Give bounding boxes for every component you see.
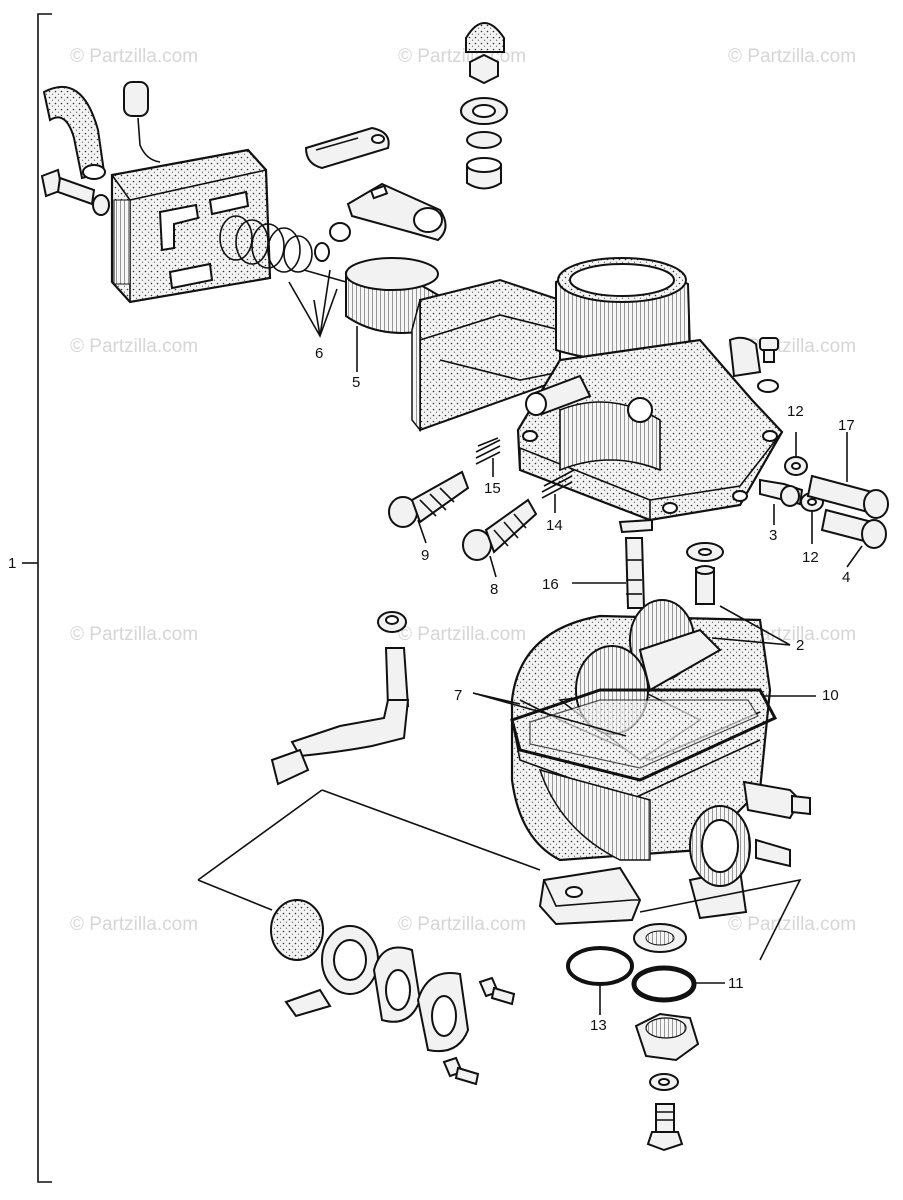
screw-4 bbox=[820, 508, 887, 549]
side-bolt bbox=[40, 168, 110, 216]
screw-17 bbox=[806, 474, 889, 519]
callout-15: 15 bbox=[484, 480, 501, 497]
callout-12-upper: 12 bbox=[787, 403, 804, 420]
callout-17: 17 bbox=[838, 417, 855, 434]
needle-jet bbox=[624, 537, 646, 609]
callout-10: 10 bbox=[822, 687, 839, 704]
callout-1: 1 bbox=[8, 555, 16, 572]
fuel-cock-plate-2 bbox=[416, 972, 470, 1052]
watermark: © Partzilla.com bbox=[70, 46, 198, 67]
callout-14: 14 bbox=[546, 517, 563, 534]
fuel-cock-lever bbox=[284, 925, 379, 1018]
top-screw bbox=[757, 337, 779, 393]
carburetor-upper-body bbox=[411, 257, 784, 534]
watermark: © Partzilla.com bbox=[728, 46, 856, 67]
callout-16: 16 bbox=[542, 576, 559, 593]
top-cap-stack bbox=[460, 22, 508, 190]
filter-group-bracket bbox=[197, 789, 802, 961]
spring-14 bbox=[541, 469, 575, 499]
drain-bolt bbox=[646, 1103, 684, 1152]
callout-3: 3 bbox=[769, 527, 777, 544]
air-hose bbox=[42, 86, 106, 180]
watermark: © Partzilla.com bbox=[70, 914, 198, 935]
cover-plate bbox=[110, 148, 272, 304]
drain-nut bbox=[634, 1012, 700, 1062]
callout-7: 7 bbox=[454, 687, 462, 704]
callout-labels: 1 2 3 4 5 6 7 8 9 10 11 12 12 13 14 15 1… bbox=[8, 345, 855, 1034]
watermark: © Partzilla.com bbox=[70, 624, 198, 645]
watermark: © Partzilla.com bbox=[70, 336, 198, 357]
gasket bbox=[510, 688, 778, 782]
small-bolt-1 bbox=[478, 976, 516, 1006]
washer-12-upper bbox=[784, 456, 808, 476]
callout-12-lower: 12 bbox=[802, 549, 819, 566]
screw-9 bbox=[388, 470, 470, 528]
drain-filter bbox=[633, 923, 687, 953]
callout-4: 4 bbox=[842, 569, 850, 586]
cable-bracket bbox=[346, 182, 447, 242]
spring bbox=[219, 215, 351, 283]
assembly-bracket bbox=[22, 13, 52, 1183]
screw-3 bbox=[759, 478, 804, 507]
watermark: © Partzilla.com bbox=[398, 914, 526, 935]
tickler-lever bbox=[270, 647, 410, 786]
screw-8 bbox=[462, 498, 538, 561]
watermark: © Partzilla.com bbox=[728, 914, 856, 935]
drain-washer bbox=[649, 1073, 679, 1091]
small-cap bbox=[377, 611, 407, 633]
small-bolt-2 bbox=[442, 1056, 480, 1086]
filter-screen bbox=[270, 899, 324, 961]
float-valve bbox=[686, 542, 724, 605]
watermark: © Partzilla.com bbox=[398, 624, 526, 645]
lever-plate bbox=[304, 126, 390, 170]
spring-15 bbox=[475, 437, 501, 465]
callout-11: 11 bbox=[728, 975, 744, 992]
callout-9: 9 bbox=[421, 547, 429, 564]
o-ring-13 bbox=[566, 946, 634, 986]
callout-5: 5 bbox=[352, 374, 360, 391]
gasket-11 bbox=[631, 965, 697, 1003]
callout-13: 13 bbox=[590, 1017, 607, 1034]
leader-lines bbox=[288, 269, 863, 1015]
choke-plunger bbox=[123, 81, 161, 163]
watermark: © Partzilla.com bbox=[398, 46, 526, 67]
callout-2: 2 bbox=[796, 637, 804, 654]
fuel-cock-plate-1 bbox=[372, 946, 422, 1023]
callout-6: 6 bbox=[315, 345, 323, 362]
callout-8: 8 bbox=[490, 581, 498, 598]
